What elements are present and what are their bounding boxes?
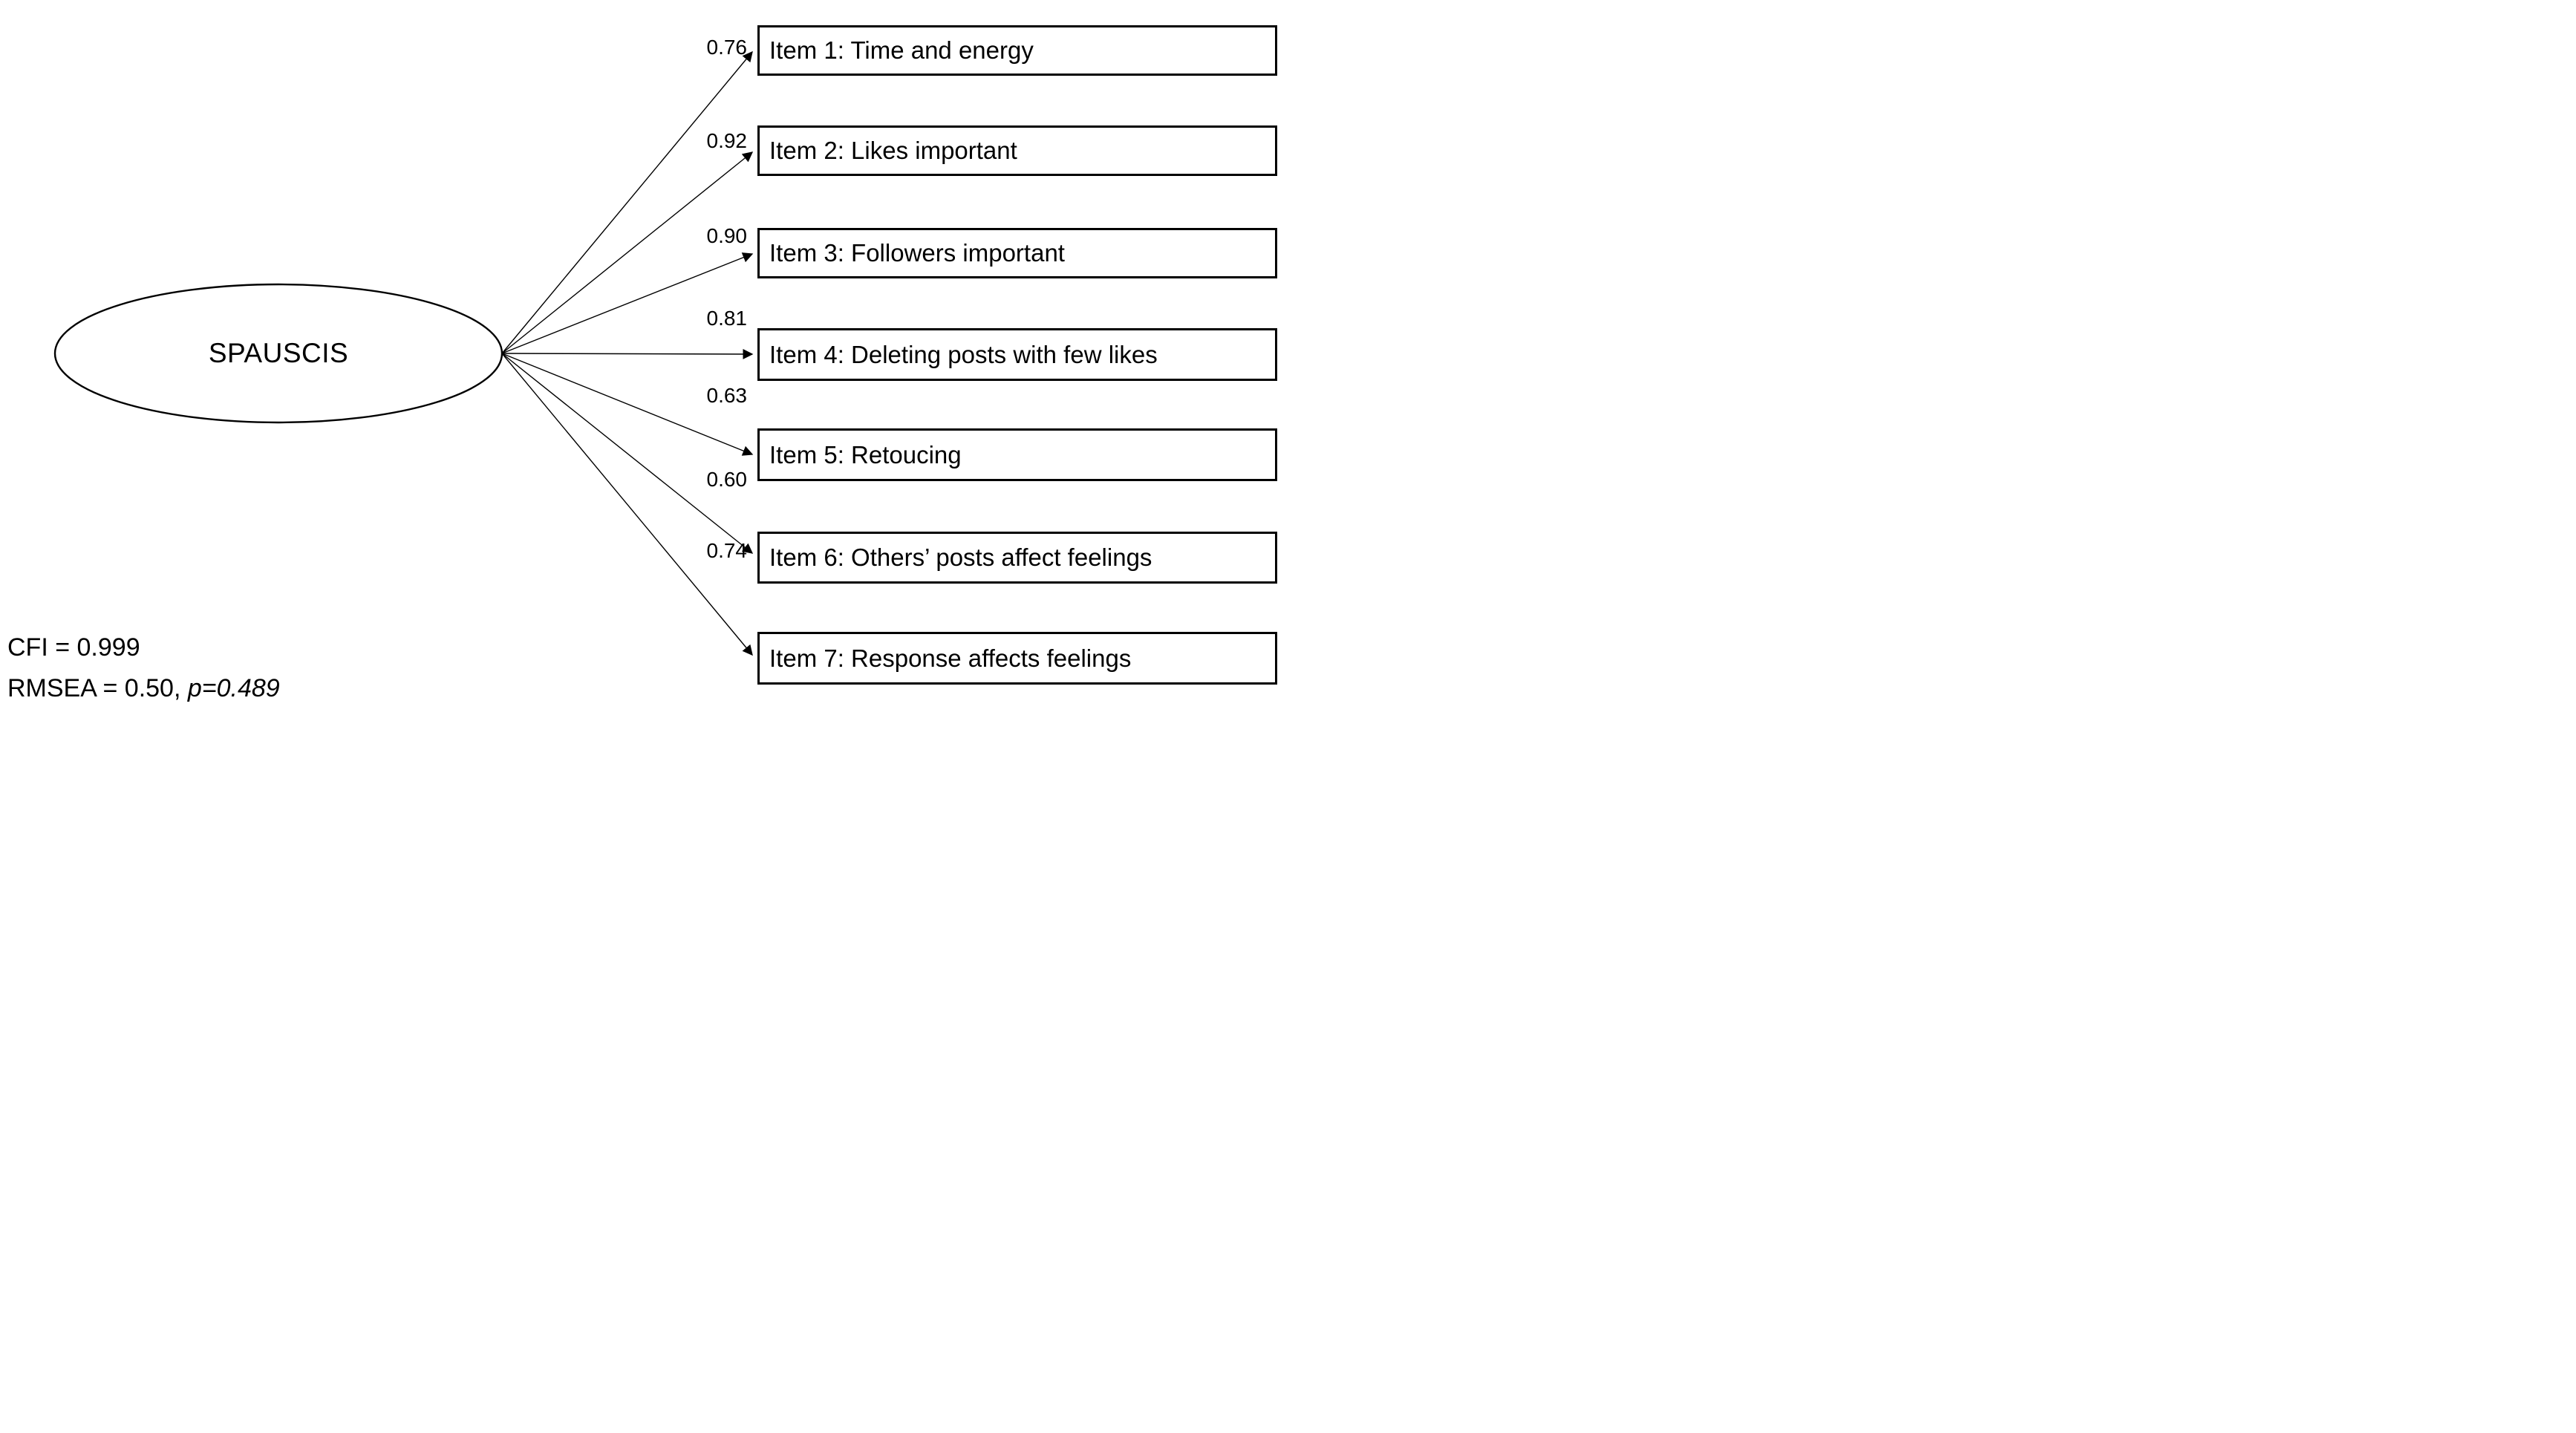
loading-value-item-1: 0.76 [706, 36, 748, 59]
item-box-4: Item 4: Deleting posts with few likes [757, 328, 1277, 381]
loading-value-item-5: 0.63 [706, 384, 748, 407]
loading-value-item-7: 0.74 [706, 539, 748, 562]
item-box-3: Item 3: Followers important [757, 228, 1277, 278]
loading-arrow-item-6 [501, 353, 754, 554]
fit-p-value: p=0.489 [187, 674, 280, 703]
loading-value-item-3: 0.90 [706, 224, 748, 247]
loading-arrow-item-7 [501, 353, 753, 656]
item-label-6: Item 6: Others’ posts affect feelings [769, 544, 1152, 571]
item-label-1: Item 1: Time and energy [769, 36, 1034, 64]
item-box-7: Item 7: Response affects feelings [757, 632, 1277, 685]
item-box-2: Item 2: Likes important [757, 125, 1277, 176]
diagram-lines-layer [53, 50, 754, 656]
loading-value-item-6: 0.60 [706, 468, 748, 491]
loading-arrow-item-2 [501, 151, 754, 354]
item-label-4: Item 4: Deleting posts with few likes [769, 340, 1158, 368]
item-label-2: Item 2: Likes important [769, 137, 1017, 164]
loading-arrow-item-1 [501, 50, 753, 354]
latent-factor-label: SPAUSCIS [208, 338, 349, 368]
loading-arrow-item-3 [501, 252, 754, 354]
item-box-6: Item 6: Others’ posts affect feelings [757, 532, 1277, 584]
cfa-path-diagram: SPAUSCIS 0.76 0.92 0.90 0.81 0.63 0.60 0… [0, 0, 1288, 716]
item-box-5: Item 5: Retoucing [757, 428, 1277, 481]
item-label-7: Item 7: Response affects feelings [769, 644, 1132, 672]
loading-value-item-4: 0.81 [706, 307, 748, 330]
item-label-5: Item 5: Retoucing [769, 440, 962, 469]
loading-arrow-item-4 [501, 348, 754, 359]
fit-rmsea-value: RMSEA = 0.50, [7, 674, 188, 703]
item-label-3: Item 3: Followers important [769, 239, 1065, 267]
loading-value-item-2: 0.92 [706, 129, 748, 152]
fit-statistics: CFI = 0.999 RMSEA = 0.50, p=0.489 [7, 627, 280, 709]
fit-rmsea: RMSEA = 0.50, p=0.489 [7, 668, 280, 709]
loading-arrow-item-5 [501, 353, 754, 456]
fit-cfi: CFI = 0.999 [7, 633, 140, 662]
item-box-1: Item 1: Time and energy [757, 25, 1277, 76]
